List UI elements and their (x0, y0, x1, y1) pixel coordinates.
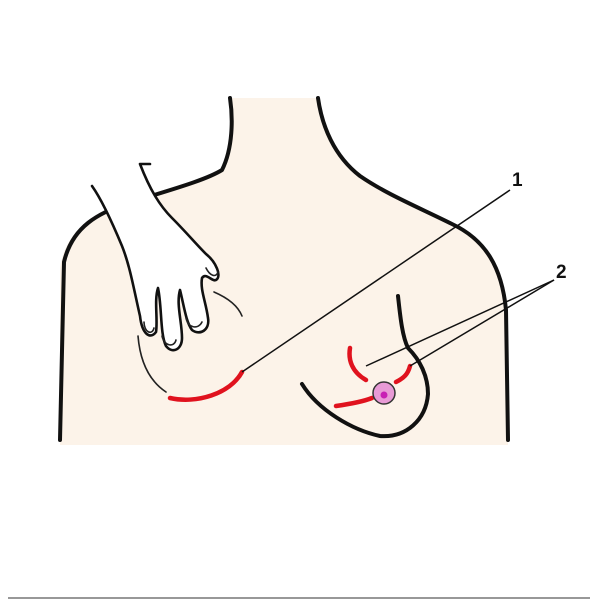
left-breast-contour (137, 335, 167, 393)
leader-line-2a (365, 279, 555, 367)
incision-right-side (393, 363, 413, 385)
callout-label-1: 1 (512, 170, 523, 191)
leader-line-1 (241, 189, 511, 373)
torso-left-outline (58, 96, 234, 442)
nipple-icon (380, 391, 388, 399)
incision-right-upper (347, 345, 369, 383)
leader-line-2b (409, 279, 555, 367)
skin-area (60, 98, 508, 445)
callout-label-2: 2 (556, 262, 567, 283)
hand-icon (90, 162, 220, 352)
left-breast-upper-contour (213, 291, 243, 317)
torso-right-outline (316, 96, 510, 442)
right-breast-outline (300, 294, 430, 439)
incision-right-lower (333, 395, 375, 409)
incision-left (167, 369, 245, 402)
